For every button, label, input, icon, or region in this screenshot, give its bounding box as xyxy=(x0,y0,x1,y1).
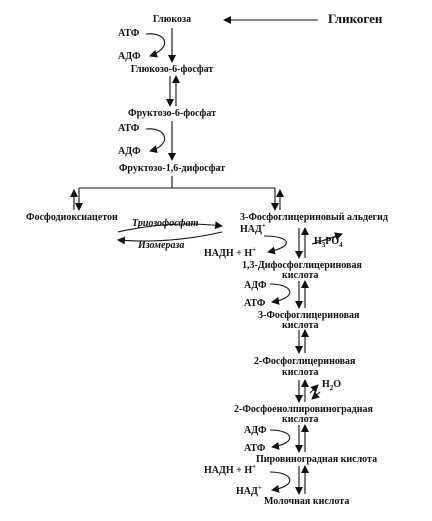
glucose-6-phosphate-label: Глюкозо-6-фосфат xyxy=(130,64,214,75)
adp-label-1: АДФ xyxy=(118,51,141,62)
atp-label-2: АТФ xyxy=(118,123,140,134)
atp-adp-loop-1 xyxy=(145,33,166,58)
isomerase-arrow-right xyxy=(117,221,223,233)
adp-atp-loop-3 xyxy=(269,283,291,305)
glycogen-label: Гликоген xyxy=(328,11,383,26)
fructose-1-6-bisphosphate-label: Фруктозо-1,6-дифосфат xyxy=(118,163,226,174)
phosphate-label: Н3РО4 xyxy=(314,236,343,249)
glyceraldehyde-3-phosphate-label: 3-Фосфоглицериновый альдегид xyxy=(240,212,388,223)
nadh-nad-loop xyxy=(269,471,291,493)
3pg-label-line1: 3-Фосфоглицериновая xyxy=(258,310,360,321)
nadh-label-2: НАДН + Н+ xyxy=(204,462,257,476)
phosphate-arrow xyxy=(311,232,343,245)
2pg-label-line1: 2-Фосфоглицериновая xyxy=(254,356,356,367)
atp-label-4: АТФ xyxy=(244,443,266,454)
water-arrow-in xyxy=(311,391,321,400)
water-label: Н2О xyxy=(322,379,342,392)
isomerase-arrow-left xyxy=(117,231,223,245)
bpg-label-line2: кислота xyxy=(282,270,319,281)
fructose-6-phosphate-label: Фруктозо-6-фосфат xyxy=(128,108,216,119)
3pg-label-line2: кислота xyxy=(282,320,319,331)
enzyme-name-line1: Триозофосфат xyxy=(132,218,199,229)
glucose-label: Глюкоза xyxy=(152,14,192,25)
bpg-label-line1: 1,3-Дифосфоглицериновая xyxy=(242,260,362,271)
adp-label-3: АДФ xyxy=(244,280,267,291)
enzyme-name-line2: Изомераза xyxy=(138,240,185,251)
2pg-label-line2: кислота xyxy=(282,367,319,378)
atp-adp-loop-2 xyxy=(145,128,166,154)
dihydroxyacetone-phosphate-label: Фосфодиоксиацетон xyxy=(26,212,118,223)
adp-atp-loop-4 xyxy=(269,429,291,450)
nad-label-1: НАД+ xyxy=(240,221,266,235)
atp-label-1: АТФ xyxy=(118,28,140,39)
pep-label-line2: кислота xyxy=(282,414,319,425)
nad-label-2: НАД+ xyxy=(236,483,262,497)
atp-label-3: АТФ xyxy=(244,298,266,309)
adp-label-2: АДФ xyxy=(118,146,141,157)
pep-label-line1: 2-Фосфоенолпировиноградная xyxy=(234,404,373,415)
adp-label-4: АДФ xyxy=(244,425,267,436)
water-arrow-out xyxy=(309,384,319,394)
pyruvate-label: Пировиноградная кислота xyxy=(256,454,378,465)
nadh-label-1: НАДН + Н+ xyxy=(204,245,257,259)
nad-nadh-loop xyxy=(263,235,287,255)
lactate-label: Молочная кислота xyxy=(264,496,350,507)
